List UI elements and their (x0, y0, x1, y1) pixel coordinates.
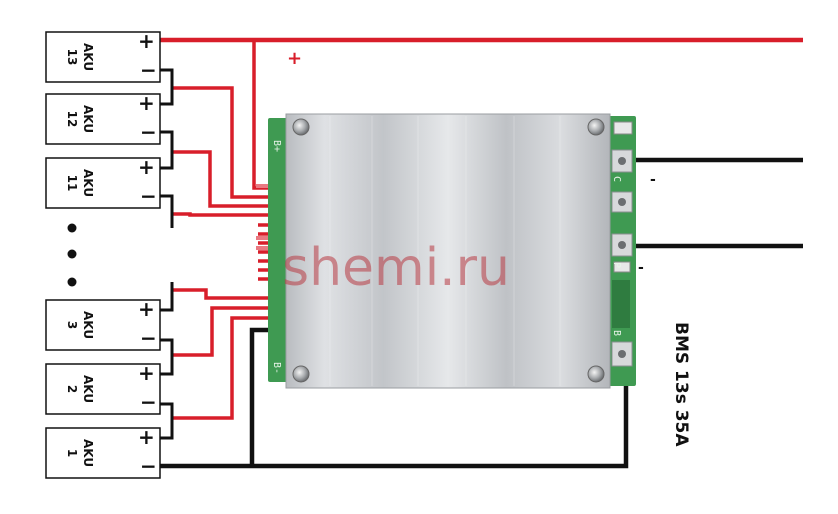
series-link-13-12 (160, 68, 174, 106)
battery-minus-sign: − (140, 326, 157, 350)
battery-number: 1 (65, 449, 79, 457)
battery-number: 13 (65, 49, 79, 66)
series-link-11-open (160, 194, 174, 228)
pcb-label-bplus: B+ (271, 140, 282, 152)
battery-minus-sign: − (140, 184, 157, 208)
heatsink-texture (329, 116, 561, 386)
battery-body (45, 31, 161, 83)
balance-wire-b3 (172, 288, 282, 300)
pcb-chip (612, 280, 630, 328)
series-link-3-2 (160, 338, 174, 376)
output-c-minus-sign: - (650, 172, 656, 188)
series-link-2-1 (160, 402, 174, 440)
screw (587, 365, 605, 383)
pcb-label-p: P (611, 262, 622, 268)
battery-label: AKU (81, 375, 95, 403)
terminal-pads (611, 121, 633, 367)
battery-body (45, 299, 161, 351)
battery-body (45, 427, 161, 479)
series-link-open-3 (160, 282, 174, 312)
output-p-minus-sign: - (638, 260, 644, 276)
positive-sign: + (287, 48, 302, 69)
balance-wire-b2 (172, 306, 282, 357)
watermark: shemi.ru (282, 238, 510, 298)
balance-wires (160, 37, 803, 420)
battery-plus-sign: + (138, 297, 155, 321)
battery-minus-sign: − (140, 390, 157, 414)
battery-plus-sign: + (138, 425, 155, 449)
battery-number: 11 (65, 175, 79, 192)
battery-number: 2 (65, 385, 79, 393)
battery-body (45, 363, 161, 415)
series-links (160, 68, 174, 440)
balance-wire-b1 (172, 316, 282, 420)
omitted-cells-dots (67, 223, 77, 287)
screw (292, 365, 310, 383)
battery-minus-sign: − (140, 454, 157, 478)
battery-label: AKU (81, 105, 95, 133)
balance-wire-b10 (172, 212, 282, 217)
heatsink (285, 113, 611, 389)
battery-minus-sign: − (140, 58, 157, 82)
battery-body (45, 157, 161, 209)
bms-board: B+ B- C P B (268, 113, 636, 389)
battery-plus-sign: + (138, 155, 155, 179)
battery-negative-wire (160, 364, 629, 469)
battery-label: AKU (81, 169, 95, 197)
ellipsis-dot (67, 277, 77, 287)
balance-wire-b11 (172, 150, 282, 208)
series-link-12-11 (160, 130, 174, 170)
balance-wire-b12 (172, 86, 282, 199)
battery-label: AKU (81, 311, 95, 339)
pcb-label-b: B (611, 330, 622, 336)
ellipsis-dot (67, 249, 77, 259)
battery-number: 12 (65, 111, 79, 128)
screw (587, 118, 605, 136)
battery-label: AKU (81, 43, 95, 71)
battery-label: AKU (81, 439, 95, 467)
battery-plus-sign: + (138, 361, 155, 385)
pcb-label-bminus: B- (271, 362, 282, 374)
bms-title: BMS 13s 35A (671, 322, 691, 447)
ellipsis-dot (67, 223, 77, 233)
battery-number: 3 (65, 321, 79, 329)
battery-minus-sign: − (140, 120, 157, 144)
battery-plus-sign: + (138, 29, 155, 53)
battery-body (45, 93, 161, 145)
battery-plus-sign: + (138, 91, 155, 115)
screw (292, 118, 310, 136)
pcb-label-c: C (611, 176, 622, 182)
